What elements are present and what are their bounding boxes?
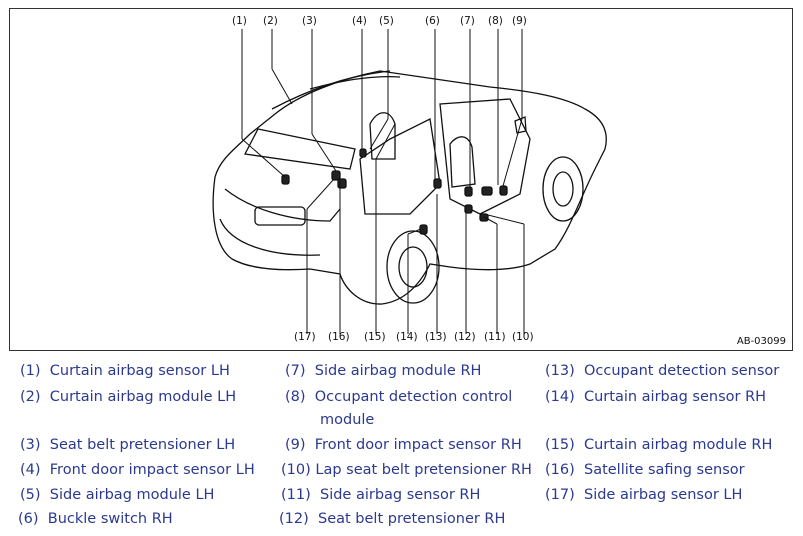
callout-5: (5) [379, 15, 394, 27]
rear-wheel-hub [398, 246, 428, 288]
front-door-opening [439, 98, 531, 215]
callout-3: (3) [302, 15, 317, 27]
legend-label: Curtain airbag module RH [583, 437, 773, 453]
legend-num: (8) [285, 389, 306, 405]
legend-item-4: (4) Front door impact sensor LH [20, 461, 255, 479]
legend-item-3: (3) Seat belt pretensioner LH [20, 436, 235, 454]
vehicle-diagram-figure: (1) (2) (3) (4) (5) (6) (7) (8) (9) (17)… [9, 8, 793, 351]
legend-item-7: (7) Side airbag module RH [285, 362, 481, 380]
legend-num: (7) [285, 363, 306, 379]
legend-num: (6) [18, 511, 39, 527]
callout-8: (8) [488, 15, 503, 27]
legend-label: Seat belt pretensioner LH [49, 437, 236, 453]
callout-6: (6) [425, 15, 440, 27]
legend-item-5: (5) Side airbag module LH [20, 486, 214, 504]
callout-17: (17) [294, 331, 316, 343]
rear-bumper [219, 218, 321, 256]
callout-11: (11) [484, 331, 506, 343]
license-plate-area [254, 206, 306, 226]
rear-window [244, 128, 356, 170]
front-wheel [542, 156, 584, 222]
legend-item-15: (15) Curtain airbag module RH [545, 436, 772, 454]
legend: (1) Curtain airbag sensor LH (2) Curtain… [0, 360, 803, 536]
rear-door-opening [359, 118, 441, 215]
vehicle-line-drawing [212, 29, 607, 334]
legend-label: Curtain airbag module LH [49, 389, 237, 405]
legend-item-16: (16) Satellite safing sensor [545, 461, 745, 479]
legend-num: (15) [545, 437, 575, 453]
legend-label: Seat belt pretensioner RH [317, 511, 506, 527]
legend-label: Lap seat belt pretensioner RH [315, 462, 532, 478]
legend-item-10: (10) Lap seat belt pretensioner RH [281, 461, 532, 479]
legend-num: (1) [20, 363, 41, 379]
legend-label: Front door impact sensor LH [49, 462, 255, 478]
legend-item-12: (12) Seat belt pretensioner RH [279, 510, 505, 528]
callout-13: (13) [425, 331, 447, 343]
legend-label: Side airbag sensor RH [319, 487, 481, 503]
callout-2: (2) [263, 15, 278, 27]
callout-9: (9) [512, 15, 527, 27]
legend-item-2: (2) Curtain airbag module LH [20, 388, 236, 406]
callout-7: (7) [460, 15, 475, 27]
tailgate-lower [224, 188, 341, 222]
legend-item-8: (8) Occupant detection control [285, 388, 512, 406]
legend-num: (2) [20, 389, 41, 405]
figure-id: AB-03099 [736, 336, 786, 347]
legend-label: Curtain airbag sensor LH [49, 363, 230, 379]
leader-lines [241, 29, 525, 334]
legend-item-14: (14) Curtain airbag sensor RH [545, 388, 766, 406]
legend-num: (4) [20, 462, 41, 478]
callout-16: (16) [328, 331, 350, 343]
car-body-outline [212, 70, 607, 305]
legend-item-8-cont: module [320, 412, 375, 428]
callout-15: (15) [364, 331, 386, 343]
legend-label: Front door impact sensor RH [314, 437, 522, 453]
legend-label: Occupant detection sensor [583, 363, 780, 379]
legend-label: Side airbag module LH [49, 487, 215, 503]
legend-item-11: (11) Side airbag sensor RH [281, 486, 480, 504]
legend-num: (14) [545, 389, 575, 405]
legend-num: (17) [545, 487, 575, 503]
legend-num: (5) [20, 487, 41, 503]
callout-10: (10) [512, 331, 534, 343]
legend-num: (11) [281, 487, 311, 503]
front-seat [449, 136, 476, 188]
legend-num: (13) [545, 363, 575, 379]
roof-rail-right [309, 75, 401, 90]
legend-num: (16) [545, 462, 575, 478]
legend-item-1: (1) Curtain airbag sensor LH [20, 362, 230, 380]
legend-num: (9) [285, 437, 306, 453]
legend-label: Side airbag sensor LH [583, 487, 743, 503]
legend-label: Satellite safing sensor [583, 462, 745, 478]
legend-label: Side airbag module RH [314, 363, 482, 379]
legend-num: (10) [281, 462, 311, 478]
rear-seat-left [369, 112, 396, 160]
front-wheel-hub [552, 171, 574, 207]
callout-4: (4) [352, 15, 367, 27]
legend-item-6: (6) Buckle switch RH [18, 510, 173, 528]
legend-item-13: (13) Occupant detection sensor [545, 362, 779, 380]
legend-label: Curtain airbag sensor RH [583, 389, 767, 405]
legend-item-17: (17) Side airbag sensor LH [545, 486, 742, 504]
legend-label: Occupant detection control [314, 389, 513, 405]
legend-num: (12) [279, 511, 309, 527]
legend-item-9: (9) Front door impact sensor RH [285, 436, 522, 454]
legend-label: Buckle switch RH [47, 511, 173, 527]
callout-1: (1) [232, 15, 247, 27]
callout-12: (12) [454, 331, 476, 343]
legend-num: (3) [20, 437, 41, 453]
callout-14: (14) [396, 331, 418, 343]
rear-wheel [386, 230, 440, 304]
